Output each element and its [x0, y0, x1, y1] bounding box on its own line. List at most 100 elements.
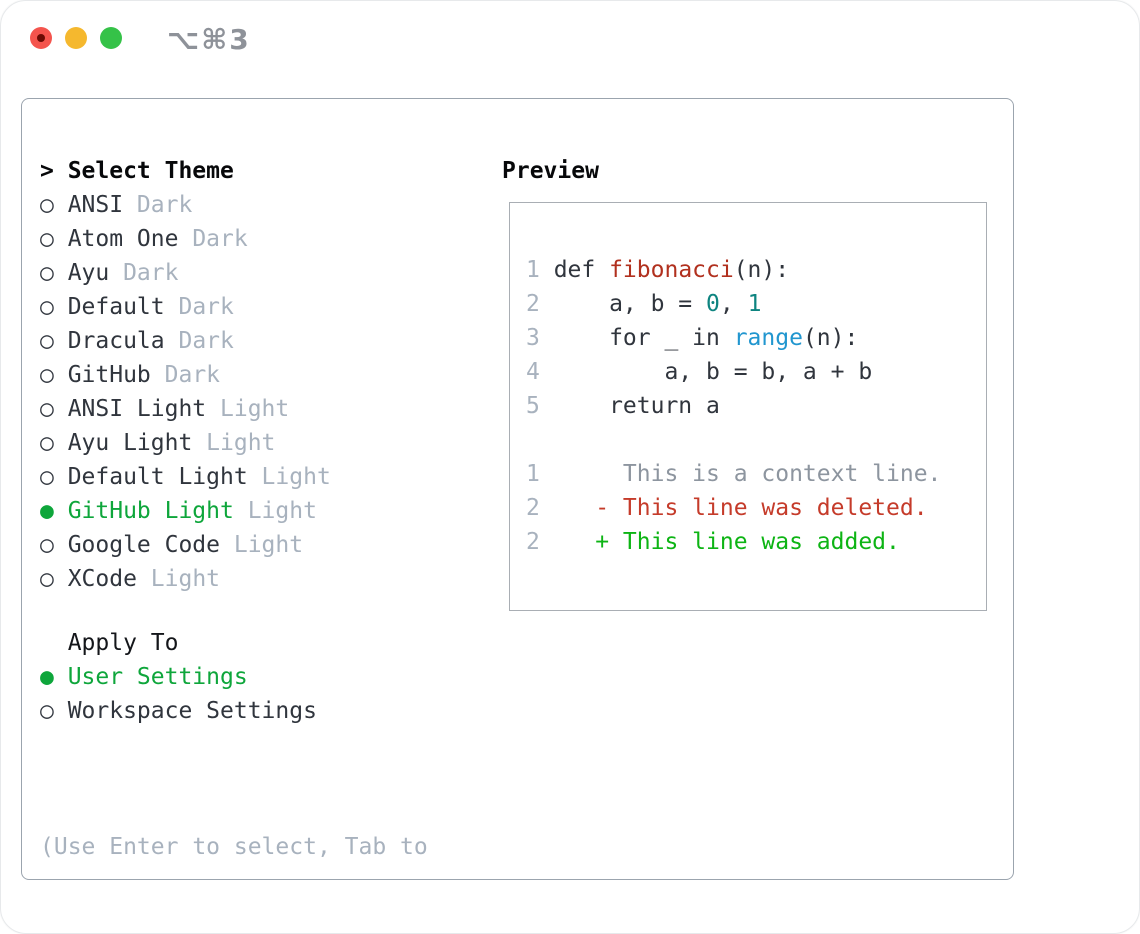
preview-line: 3 for _ in range(n):: [526, 321, 986, 355]
theme-option[interactable]: ○Ayu Dark: [40, 256, 480, 290]
theme-picker-column: > Select Theme ○ANSI Dark○Atom One Dark○…: [40, 154, 480, 933]
apply-to-title: Apply To: [67, 630, 179, 656]
apply-option-label: Workspace Settings: [67, 698, 317, 724]
radio-unselected-icon: ○: [40, 532, 54, 558]
theme-option[interactable]: ○ GitHub Dark: [40, 358, 480, 392]
radio-unselected-icon: ○: [40, 294, 54, 320]
line-number: 5: [526, 393, 540, 419]
preview-line: 2 - This line was deleted.: [526, 491, 986, 525]
hint-text: (Use Enter to select, Tab to change focu…: [40, 762, 480, 933]
maximize-button[interactable]: [100, 27, 122, 49]
radio-unselected-icon: ○: [40, 430, 54, 456]
apply-option[interactable]: ○ Workspace Settings: [40, 694, 480, 728]
token-number: 1: [747, 291, 762, 317]
line-content: for _ in range(n):: [553, 321, 859, 355]
theme-option-label: Dracula: [67, 328, 165, 354]
hint-line-1: (Use Enter to select, Tab to: [40, 834, 428, 860]
theme-option-tag: Dark: [123, 192, 193, 218]
theme-option-label: GitHub: [67, 362, 151, 388]
token-function: fibonacci: [609, 257, 734, 283]
radio-unselected-icon: ○: [40, 362, 54, 388]
line-content: def fibonacci(n):: [554, 253, 789, 287]
theme-option-tag: Dark: [164, 294, 234, 320]
theme-option-tag: Light: [220, 532, 304, 558]
theme-option[interactable]: ●GitHub Light Light: [40, 494, 480, 528]
token-context: This is a context line.: [553, 461, 942, 487]
line-number: 3: [526, 325, 540, 351]
theme-option-label: Default Light: [67, 464, 248, 490]
theme-option-tag: Light: [233, 498, 317, 524]
theme-option[interactable]: ○ Google Code Light: [40, 528, 480, 562]
token-deleted: - This line was deleted.: [553, 495, 928, 521]
theme-option[interactable]: ○Dracula Dark: [40, 324, 480, 358]
line-number: 4: [526, 359, 540, 385]
radio-unselected-icon: ○: [40, 566, 54, 592]
token-number: 0: [706, 291, 720, 317]
theme-option-tag: Light: [136, 566, 221, 592]
theme-option-label: Google Code: [67, 532, 221, 558]
theme-option[interactable]: ○Atom One Dark: [40, 222, 480, 256]
theme-option[interactable]: ○XCode Light: [40, 562, 480, 596]
line-content: This is a context line.: [554, 457, 942, 491]
preview-title: Preview: [502, 158, 599, 184]
theme-option[interactable]: ○Default Light Light: [40, 460, 480, 494]
theme-option-label: Atom One: [67, 226, 179, 252]
theme-option[interactable]: ○ ANSI Light Light: [40, 392, 480, 426]
titlebar: ⌥⌘3: [1, 1, 1139, 75]
preview-line: 5 return a: [526, 389, 986, 423]
radio-unselected-icon: ○: [40, 192, 54, 218]
token-plain: (n):: [733, 257, 790, 283]
preview-line: 4 a, b = b, a + b: [526, 355, 986, 389]
token-plain: a, b =: [553, 291, 707, 317]
token-plain: return a: [553, 393, 720, 419]
theme-option-tag: Dark: [109, 260, 179, 286]
theme-option-label: ANSI Light: [67, 396, 207, 422]
preview-line: 2 a, b = 0, 1: [526, 287, 986, 321]
minimize-button[interactable]: [65, 27, 87, 49]
line-number: 2: [526, 529, 540, 555]
close-dot-icon: [37, 34, 45, 42]
theme-option-label: Ayu Light: [67, 430, 193, 456]
select-theme-header: > Select Theme: [40, 154, 480, 188]
radio-unselected-icon: ○: [40, 226, 54, 252]
theme-option-label: Ayu: [67, 260, 110, 286]
radio-selected-icon: ●: [40, 498, 54, 524]
theme-option-tag: Dark: [150, 362, 221, 388]
line-content: a, b = 0, 1: [553, 287, 762, 321]
theme-option[interactable]: ○ Default Dark: [40, 290, 480, 324]
line-content: - This line was deleted.: [553, 491, 928, 525]
line-number: 2: [526, 495, 540, 521]
radio-unselected-icon: ○: [40, 396, 54, 422]
radio-unselected-icon: ○: [40, 464, 54, 490]
window-title: ⌥⌘3: [167, 23, 251, 56]
apply-option-label: User Settings: [67, 664, 248, 690]
token-plain: def: [553, 257, 610, 283]
theme-option-label: Default: [67, 294, 165, 320]
preview-line: 2 + This line was added.: [526, 525, 986, 559]
line-number: [526, 423, 554, 457]
line-content: a, b = b, a + b: [554, 355, 872, 389]
theme-option-tag: Light: [206, 396, 290, 422]
theme-option[interactable]: ○ ANSI Dark: [40, 188, 480, 222]
token-plain: (n):: [802, 325, 859, 351]
radio-selected-icon: ●: [40, 664, 54, 690]
theme-option-tag: Light: [192, 430, 276, 456]
preview-line: 1 This is a context line.: [526, 457, 986, 491]
close-button[interactable]: [30, 27, 52, 49]
token-builtin: range: [733, 325, 803, 351]
token-plain: ,: [719, 291, 748, 317]
apply-to-list: ● User Settings ○ Workspace Settings: [40, 660, 480, 728]
radio-unselected-icon: ○: [40, 698, 54, 724]
theme-option-label: ANSI: [67, 192, 124, 218]
prompt-caret-icon: >: [40, 158, 54, 184]
theme-option[interactable]: ○ Ayu Light Light: [40, 426, 480, 460]
line-content: return a: [554, 389, 720, 423]
apply-to-indent: [40, 626, 68, 660]
apply-option[interactable]: ● User Settings: [40, 660, 480, 694]
token-plain: for _ in: [553, 325, 734, 351]
